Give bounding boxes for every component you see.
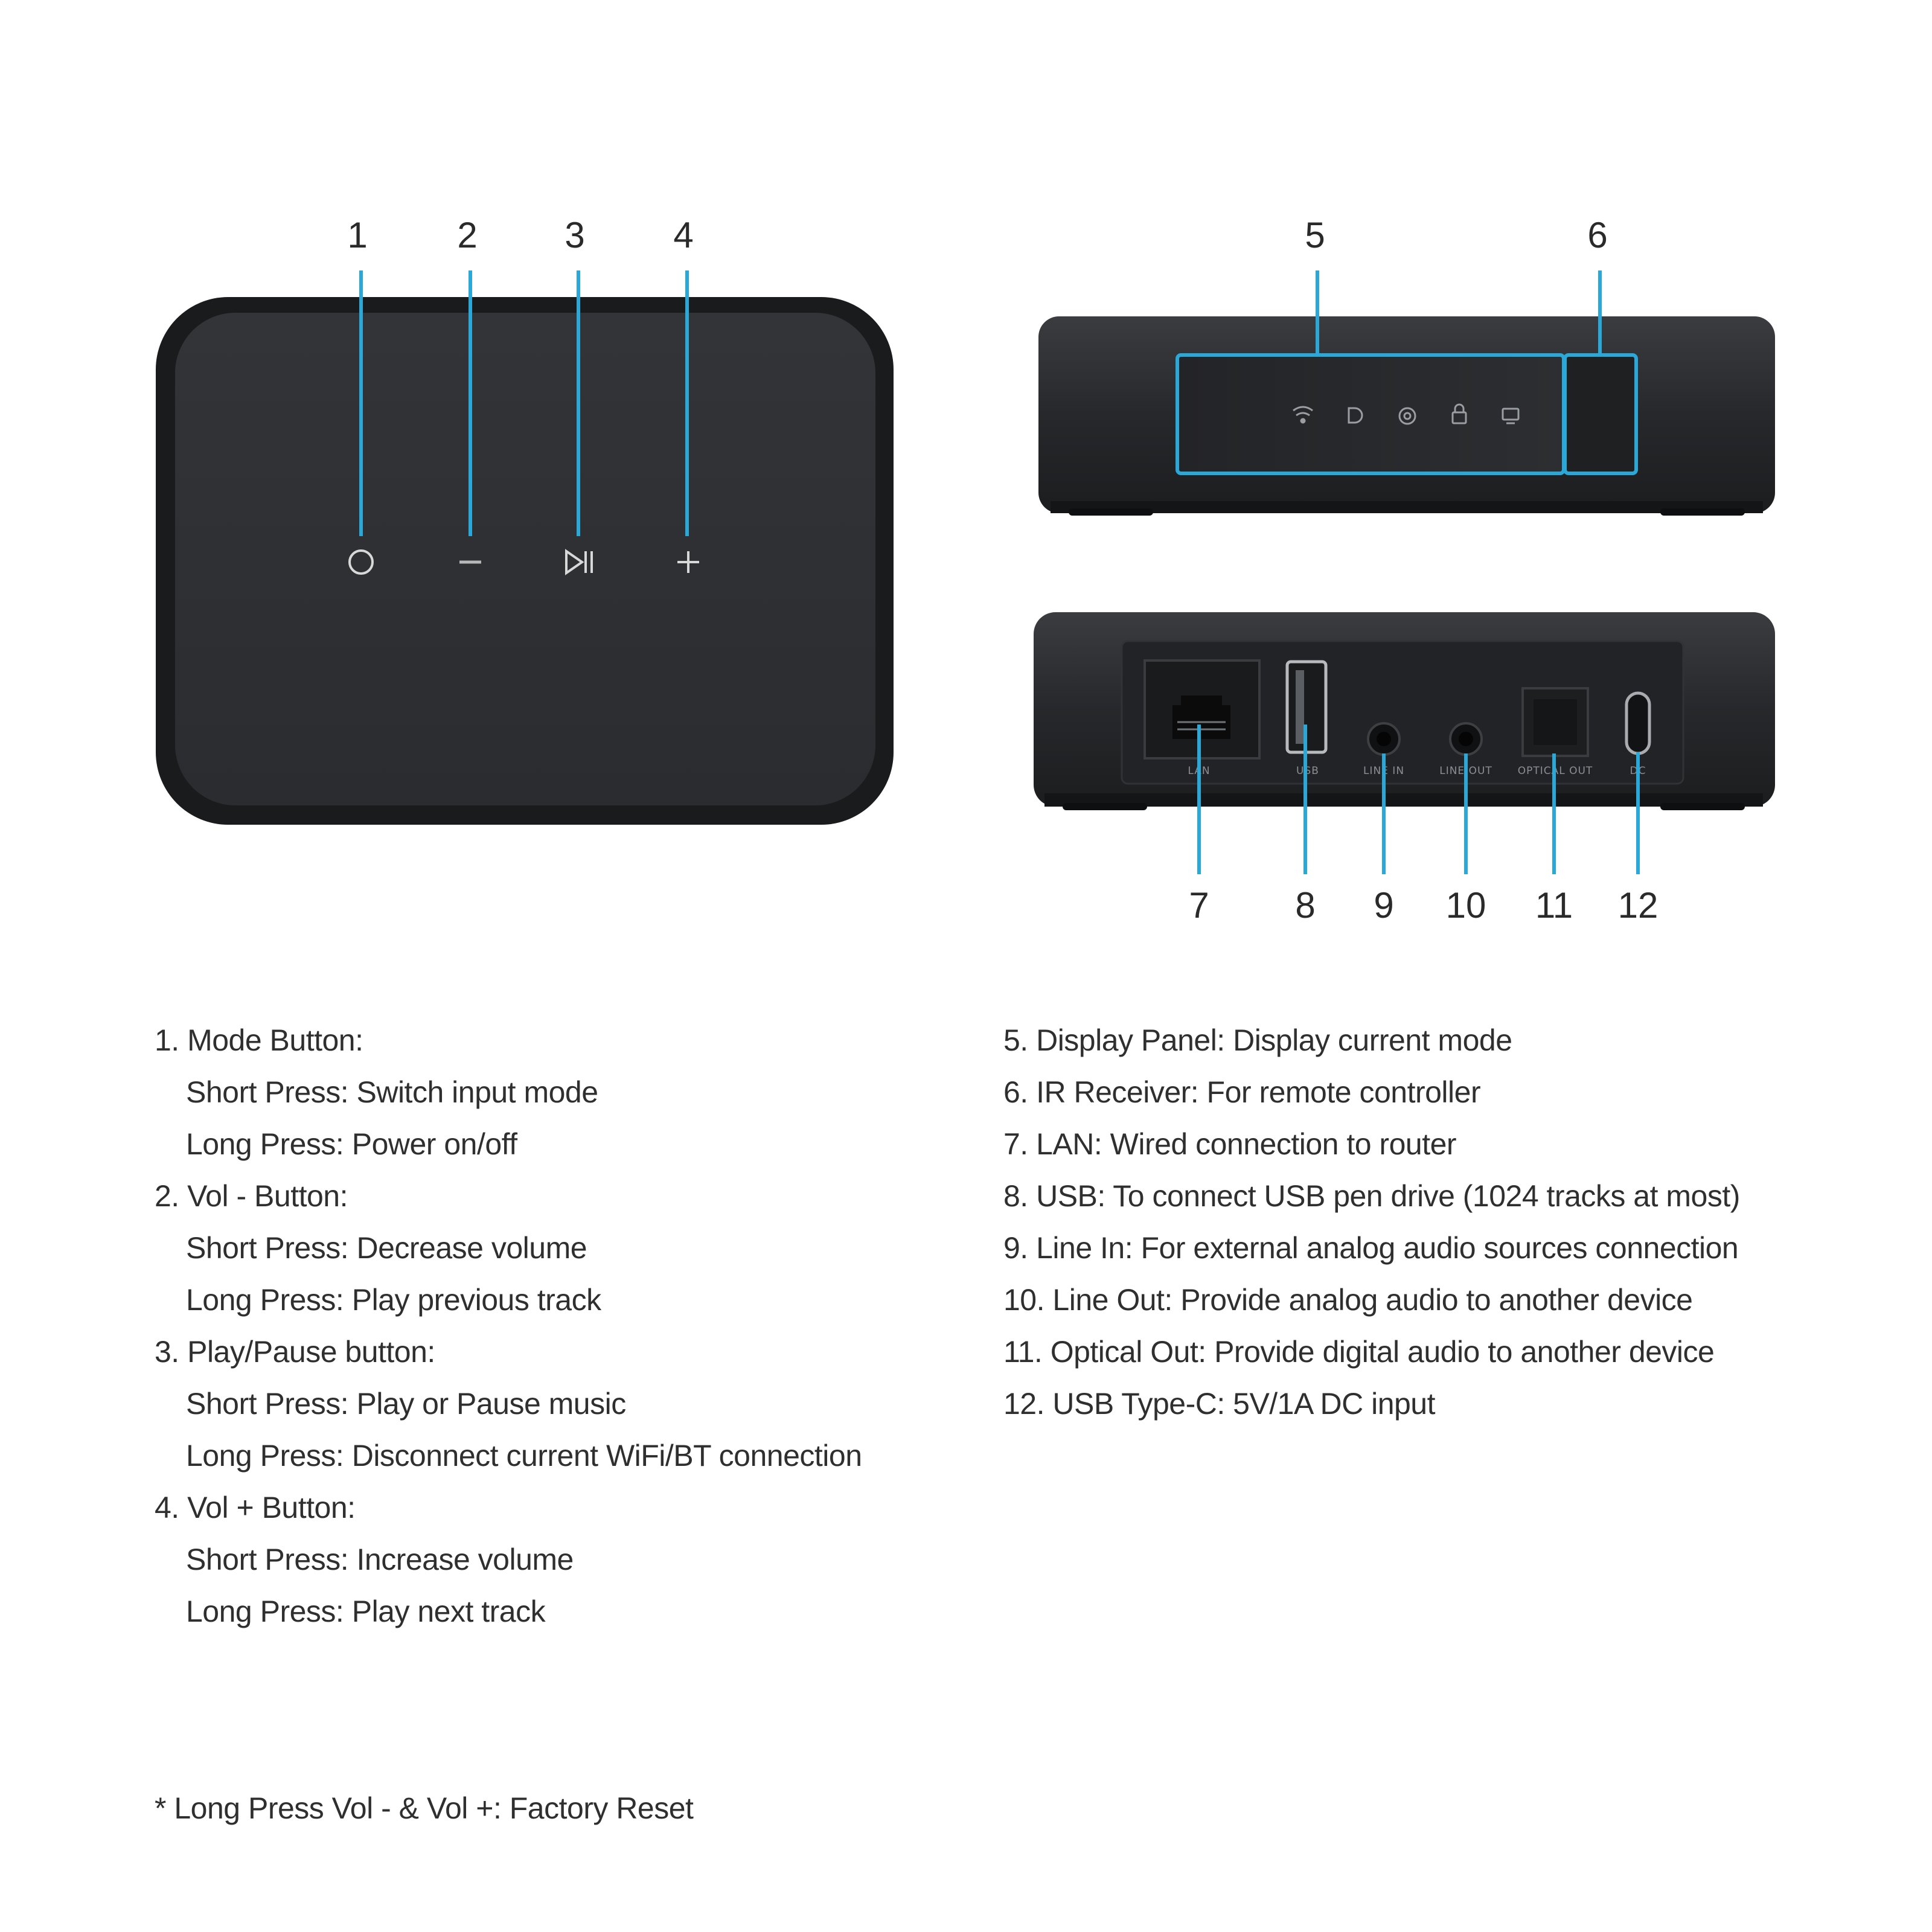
description-line: 3. Play/Pause button: (155, 1335, 435, 1369)
description-line: Short Press: Switch input mode (186, 1075, 598, 1109)
device-top-surface (175, 313, 875, 805)
callout-number-7: 7 (1189, 885, 1209, 926)
description-line: 1. Mode Button: (155, 1023, 363, 1057)
optical-out-port[interactable] (1521, 687, 1589, 757)
description-line: Short Press: Increase volume (186, 1543, 574, 1576)
callout-number-1: 1 (347, 215, 367, 255)
play-pause-icon (565, 549, 593, 575)
description-line: 10. Line Out: Provide analog audio to an… (1003, 1283, 1693, 1317)
plus-icon (677, 551, 699, 573)
description-line: Long Press: Disconnect current WiFi/BT c… (186, 1439, 862, 1473)
callout-number-12: 12 (1618, 885, 1659, 926)
description-line: 6. IR Receiver: For remote controller (1003, 1075, 1481, 1109)
button-descriptions: 1. Mode Button: Short Press: Switch inpu… (155, 1014, 862, 1637)
line-out-jack[interactable] (1449, 722, 1483, 756)
callout-number-9: 9 (1374, 885, 1393, 926)
port-descriptions: 5. Display Panel: Display current mode 6… (1003, 1014, 1740, 1430)
callout-number-3: 3 (565, 215, 584, 255)
mode-button[interactable] (348, 549, 374, 575)
factory-reset-footnote: * Long Press Vol - & Vol +: Factory Rese… (155, 1791, 694, 1825)
callout-number-8: 8 (1295, 885, 1315, 926)
wifi-icon (1293, 406, 1313, 424)
dc-usb-c-port[interactable] (1625, 691, 1651, 755)
device-front-foot-right (1660, 508, 1745, 516)
port-label-usb: USB (1296, 765, 1319, 777)
display-panel (1176, 353, 1566, 475)
device-rear-lip (1044, 793, 1763, 807)
callout-number-5: 5 (1305, 215, 1325, 255)
description-line: Long Press: Power on/off (186, 1127, 517, 1161)
play-pause-button[interactable] (565, 549, 593, 575)
description-line: Long Press: Play previous track (186, 1283, 601, 1317)
callout-number-2: 2 (457, 215, 477, 255)
description-line: 4. Vol + Button: (155, 1491, 356, 1524)
callout-number-11: 11 (1535, 885, 1573, 926)
description-line: 11. Optical Out: Provide digital audio t… (1003, 1335, 1715, 1369)
description-line: Short Press: Play or Pause music (186, 1387, 626, 1421)
optical-icon (1502, 408, 1520, 424)
device-front-foot-left (1069, 508, 1153, 516)
line-in-jack[interactable] (1367, 722, 1401, 756)
device-top-view (156, 297, 894, 825)
bluetooth-icon (1348, 407, 1363, 424)
line-in-icon (1451, 403, 1467, 424)
device-rear-foot-left (1063, 803, 1147, 810)
callout-number-6: 6 (1587, 215, 1607, 255)
description-line: 2. Vol - Button: (155, 1179, 348, 1213)
callout-number-10: 10 (1446, 885, 1486, 926)
callout-number-4: 4 (673, 215, 693, 255)
device-front-lip (1051, 501, 1763, 513)
device-rear-view: LAN USB LINE IN LINE OUT OPTICAL OUT DC (1034, 612, 1775, 810)
description-line: 9. Line In: For external analog audio so… (1003, 1231, 1739, 1265)
device-diagram: LAN USB LINE IN LINE OUT OPTICAL OUT DC … (156, 215, 1775, 926)
airplay-icon (1398, 407, 1416, 425)
device-front-view (1038, 316, 1775, 516)
ir-receiver (1563, 353, 1638, 475)
description-line: 7. LAN: Wired connection to router (1003, 1127, 1457, 1161)
description-line: 8. USB: To connect USB pen drive (1024 t… (1003, 1179, 1740, 1213)
device-rear-foot-right (1660, 803, 1745, 810)
lan-port[interactable] (1144, 659, 1261, 760)
description-line: 5. Display Panel: Display current mode (1003, 1023, 1512, 1057)
mode-circle-icon (348, 549, 374, 575)
vol-up-button[interactable] (677, 551, 699, 573)
description-line: Long Press: Play next track (186, 1595, 546, 1628)
callout-lines (359, 270, 1640, 874)
description-line: 12. USB Type-C: 5V/1A DC input (1003, 1387, 1436, 1421)
description-line: Short Press: Decrease volume (186, 1231, 587, 1265)
